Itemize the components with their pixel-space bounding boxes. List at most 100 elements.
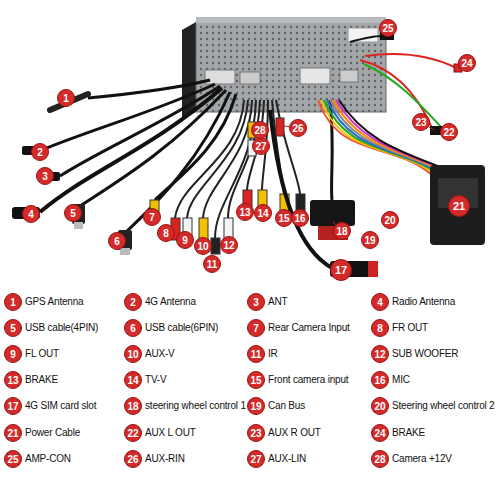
callout-number: 18 <box>124 397 142 415</box>
callout-number: 9 <box>176 231 194 249</box>
callout-number: 14 <box>254 204 272 222</box>
rca-wire <box>215 100 256 238</box>
callout-number: 27 <box>252 137 270 155</box>
callout-number: 19 <box>247 397 265 415</box>
callout-number: 4 <box>371 293 389 311</box>
socket <box>205 70 235 84</box>
amp-wire <box>350 36 382 42</box>
harness-wire <box>336 100 456 175</box>
callout-number: 11 <box>203 255 221 273</box>
callout-number: 26 <box>289 119 307 137</box>
callout-number: 15 <box>247 371 265 389</box>
part-name: Steering wheel control 2 <box>392 397 495 415</box>
callout-number: 4 <box>22 205 40 223</box>
callout-number: 14 <box>124 371 142 389</box>
part-name: FL OUT <box>25 345 59 363</box>
callout-number: 23 <box>247 424 265 442</box>
part-name: ANT <box>268 293 287 311</box>
callout-number: 21 <box>448 195 470 217</box>
socket <box>300 68 330 84</box>
part-name: AUX-RIN <box>145 450 185 468</box>
part-name: BRAKE <box>25 371 58 389</box>
ir-plug <box>211 238 220 254</box>
callout-number: 16 <box>371 371 389 389</box>
callout-number: 10 <box>194 237 212 255</box>
callout-number: 24 <box>371 424 389 442</box>
callout-number: 9 <box>4 345 22 363</box>
callout-number: 11 <box>247 345 265 363</box>
part-name: FR OUT <box>392 319 428 337</box>
callout-number: 25 <box>379 19 397 37</box>
callout-number: 21 <box>4 424 22 442</box>
callout-number: 6 <box>108 232 126 250</box>
rca-plug <box>276 118 284 136</box>
part-name: Camera +12V <box>392 450 452 468</box>
sticker <box>348 28 378 42</box>
callout-number: 23 <box>412 113 430 131</box>
part-name: AUX-V <box>145 345 175 363</box>
callout-number: 5 <box>64 204 82 222</box>
part-name: AUX-LIN <box>268 450 306 468</box>
callout-number: 10 <box>124 345 142 363</box>
callout-number: 13 <box>4 371 22 389</box>
canbus-box <box>310 200 355 226</box>
part-name: SUB WOOFER <box>392 345 458 363</box>
part-name: AUX R OUT <box>268 424 321 442</box>
sim-cable <box>270 110 332 268</box>
callout-number: 20 <box>371 397 389 415</box>
stereo-illustration <box>0 0 500 290</box>
part-name: Power Cable <box>25 424 80 442</box>
socket <box>340 70 358 82</box>
callout-number: 17 <box>330 259 352 281</box>
usb-metal <box>120 248 130 255</box>
rca-wire <box>187 100 248 218</box>
4g-cable <box>42 84 215 150</box>
callout-number: 7 <box>247 319 265 337</box>
part-name: Can Bus <box>268 397 305 415</box>
part-name: TV-V <box>145 371 166 389</box>
callout-number: 13 <box>236 203 254 221</box>
part-name: IR <box>268 345 278 363</box>
callout-number: 1 <box>57 89 75 107</box>
callout-number: 1 <box>4 293 22 311</box>
callout-number: 26 <box>124 450 142 468</box>
callout-number: 7 <box>143 208 161 226</box>
callout-number: 2 <box>31 143 49 161</box>
camera-cable <box>155 94 236 200</box>
callout-number: 6 <box>124 319 142 337</box>
part-name: AUX L OUT <box>145 424 196 442</box>
part-name: AMP-CON <box>25 450 71 468</box>
callout-number: 12 <box>220 236 238 254</box>
callout-number: 28 <box>371 450 389 468</box>
callout-number: 3 <box>36 167 54 185</box>
callout-number: 5 <box>4 319 22 337</box>
callout-number: 2 <box>124 293 142 311</box>
callout-number: 12 <box>371 345 389 363</box>
part-name: Rear Camera Input <box>268 319 350 337</box>
aux-out-wire <box>364 64 442 128</box>
part-name: 4G Antenna <box>145 293 196 311</box>
sim-dongle-end <box>368 261 378 277</box>
radio-cable <box>40 88 222 212</box>
socket <box>240 72 260 84</box>
callout-number: 3 <box>247 293 265 311</box>
part-name: BRAKE <box>392 424 425 442</box>
callout-number: 16 <box>291 209 309 227</box>
part-name: USB cable(6PIN) <box>145 319 218 337</box>
part-name: 4G SIM card slot <box>25 397 96 415</box>
callout-number: 24 <box>458 54 476 72</box>
usb-metal <box>74 222 83 229</box>
callout-number: 8 <box>157 224 175 242</box>
callout-number: 19 <box>361 231 379 249</box>
harness-wire <box>339 100 460 175</box>
callout-number: 20 <box>381 211 399 229</box>
part-name: GPS Antenna <box>25 293 83 311</box>
brake-wire <box>365 54 456 68</box>
callout-number: 8 <box>371 319 389 337</box>
callout-number: 18 <box>333 222 351 240</box>
callout-number: 22 <box>440 123 458 141</box>
part-name: steering wheel control 1 <box>145 397 246 415</box>
part-name: Front camera input <box>268 371 348 389</box>
usb-cable <box>80 90 226 206</box>
